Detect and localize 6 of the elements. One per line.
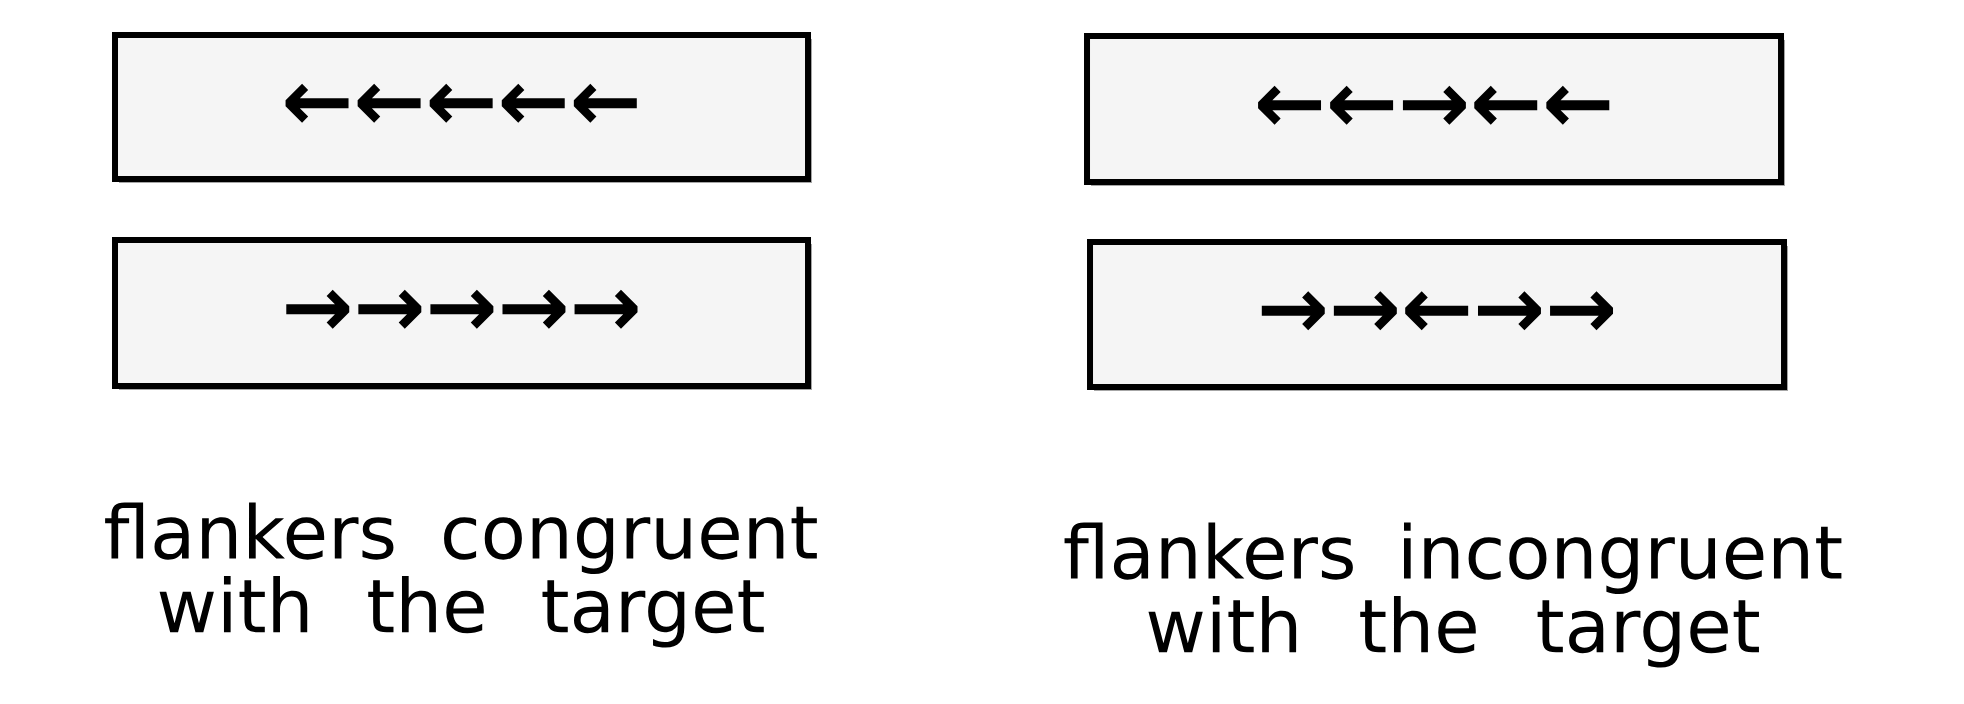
arrow-row-box: ←←←←← (112, 31, 811, 182)
caption: flankers incongruent with the target (1064, 522, 1842, 668)
arrow-row-box: ←←→←← (1084, 33, 1784, 185)
arrow-row-box: →→→→→ (112, 237, 811, 389)
arrow-row-box: →→←→→ (1087, 239, 1787, 390)
caption: flankers congruent with the target (105, 502, 817, 648)
